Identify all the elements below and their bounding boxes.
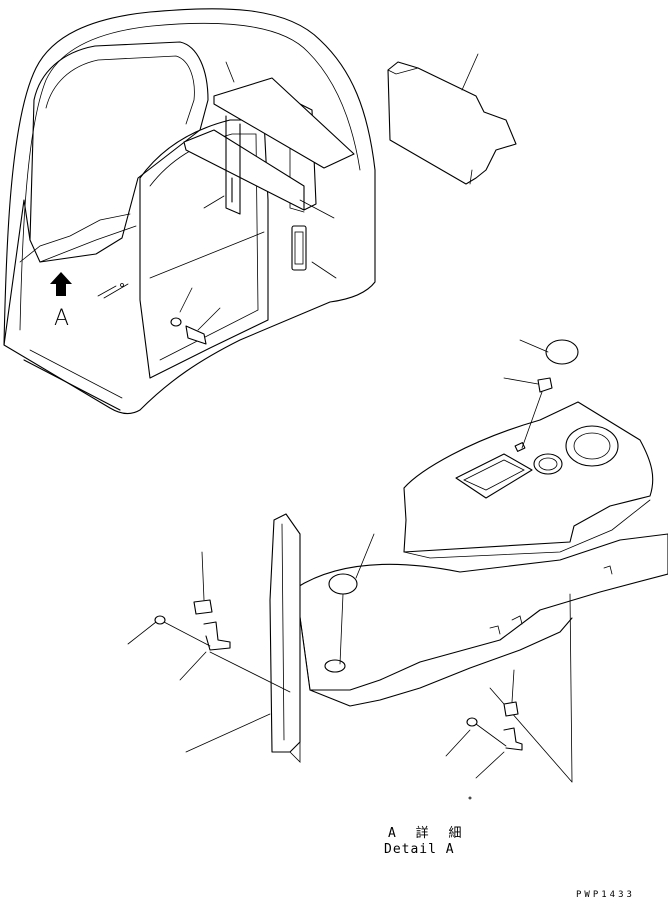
view-arrow-icon	[50, 272, 72, 296]
side-panel-cover	[387, 53, 517, 185]
operator-cab	[3, 8, 376, 415]
detail-caption-en: Detail A	[384, 842, 455, 857]
view-label: A	[54, 306, 70, 331]
drawing-code: PWP1433	[576, 890, 635, 900]
detail-caption-jp: A 詳 細	[388, 826, 468, 841]
console-detail	[127, 339, 668, 800]
